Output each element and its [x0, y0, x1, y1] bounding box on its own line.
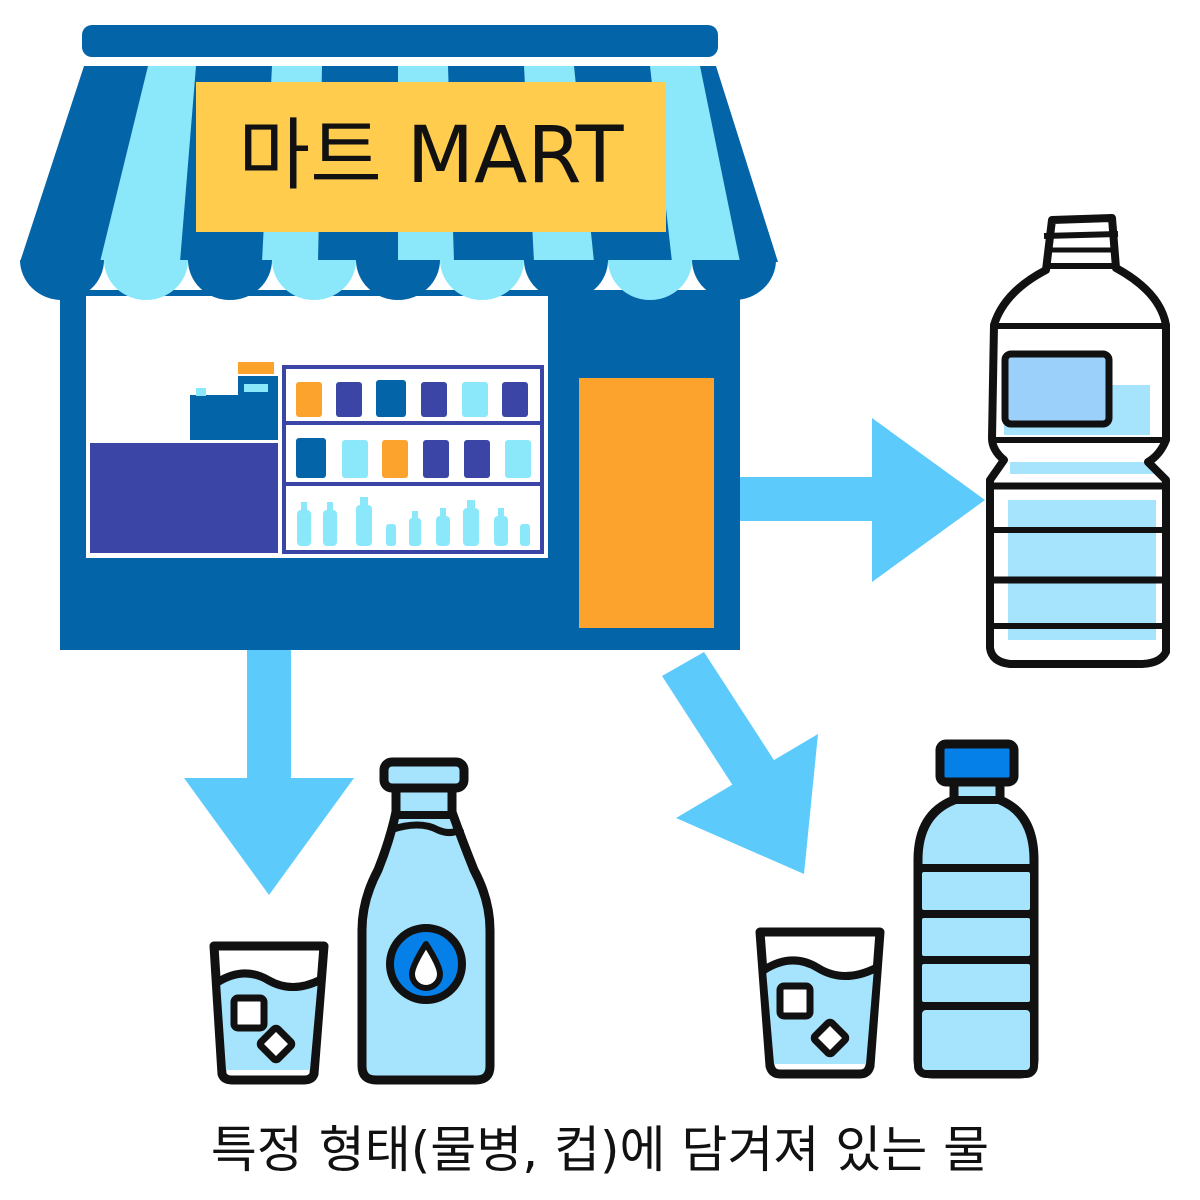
arrow-diagonal-icon [662, 652, 818, 874]
cash-register-icon [190, 362, 278, 440]
counter [90, 443, 278, 553]
bottle-cap [935, 739, 1019, 787]
shelf-icon [282, 365, 544, 554]
plastic-bottle-icon [913, 739, 1039, 1079]
ice-cube-icon [230, 994, 268, 1032]
arrow-right-icon [740, 418, 985, 582]
store-icon: 마트 MART [20, 25, 778, 650]
glass-icon [755, 927, 885, 1079]
store-sign-text: 마트 MART [238, 111, 623, 201]
water-drop-icon [409, 941, 443, 991]
arrow-down-icon [184, 650, 354, 895]
store-door [579, 378, 714, 628]
caption: 특정 형태(물병, 컵)에 담겨져 있는 물 [210, 1121, 990, 1179]
store-sign: 마트 MART [196, 82, 666, 232]
ice-cube-icon [810, 1018, 850, 1058]
glass-icon [209, 941, 329, 1085]
ice-cube-icon [256, 1024, 296, 1064]
ice-cube-icon [776, 982, 814, 1020]
glass-bottle-icon [357, 757, 495, 1085]
large-water-bottle-icon [986, 214, 1170, 668]
